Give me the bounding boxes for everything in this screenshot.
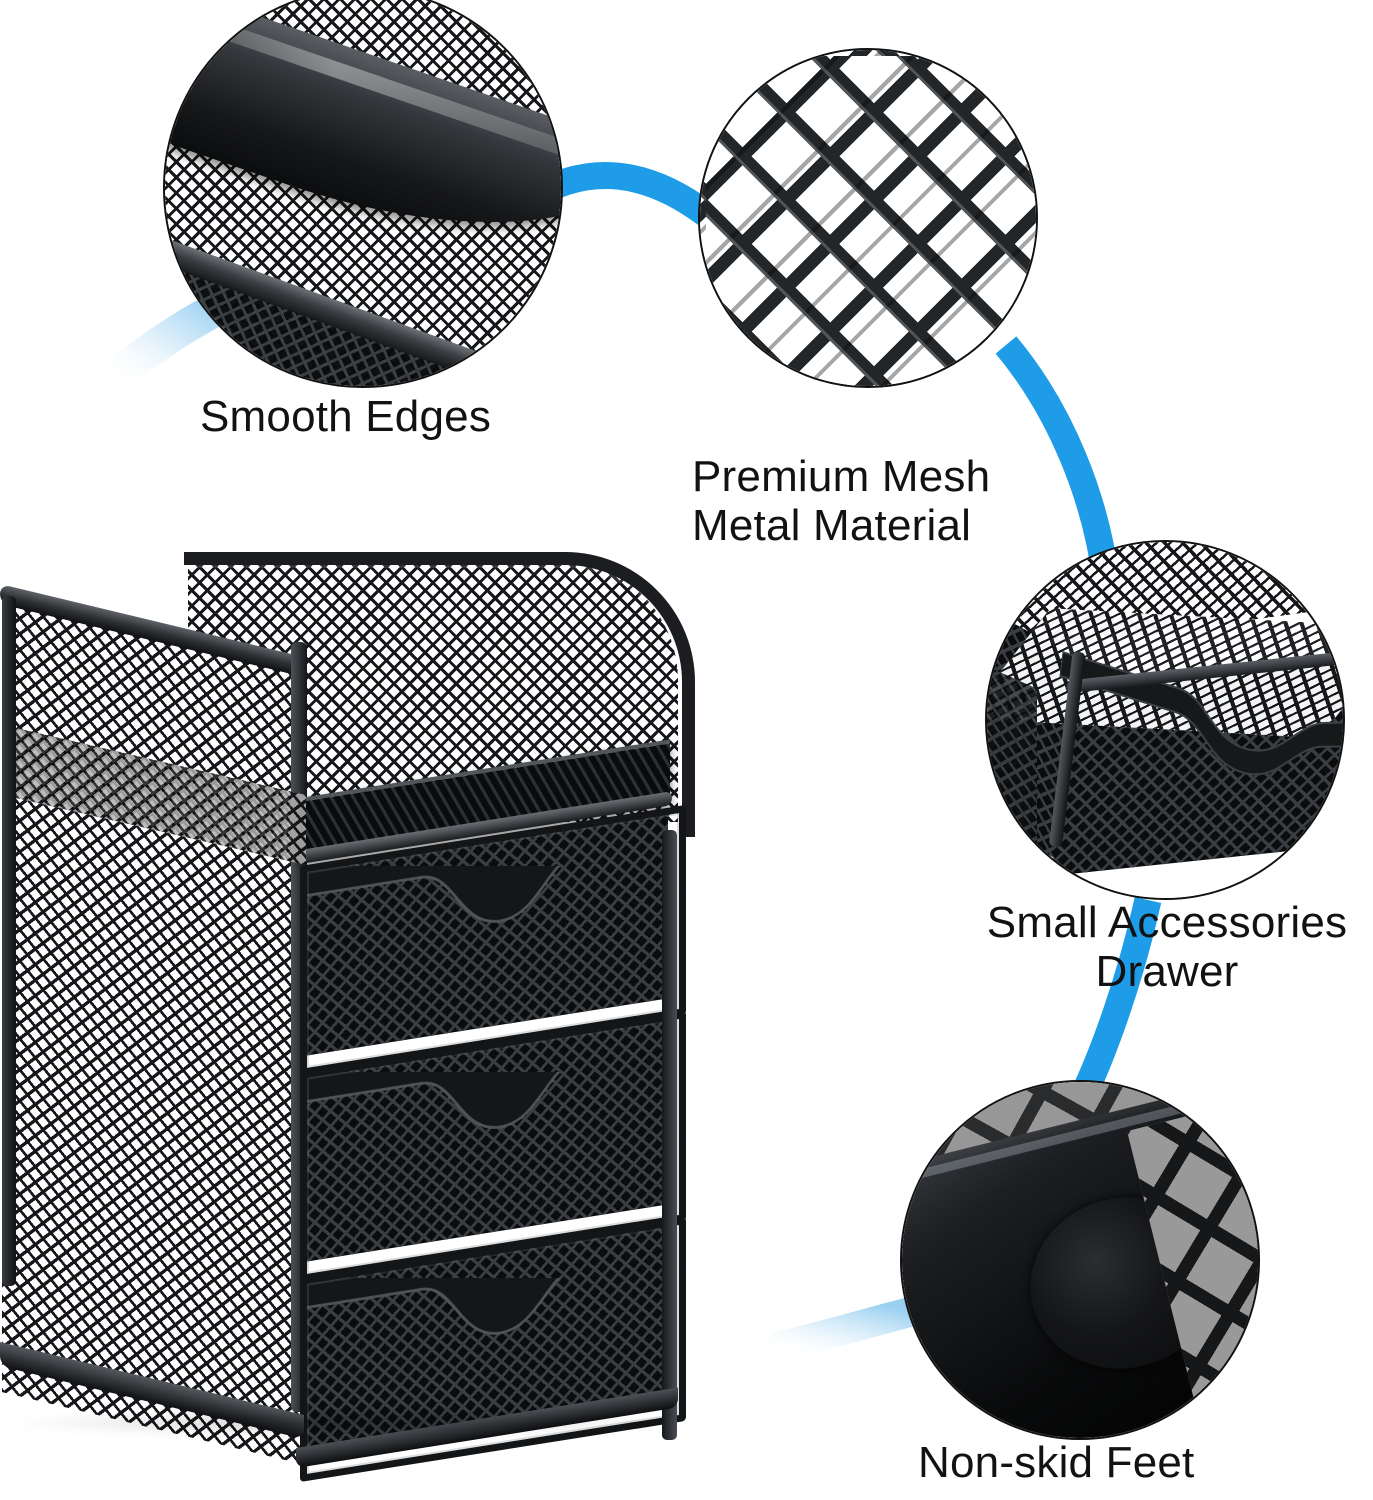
product-right-frame-post (662, 830, 677, 1440)
drawer-2-wave-handle (305, 1072, 673, 1129)
label-smooth-edges: Smooth Edges (200, 392, 492, 441)
connector-feet-tail (767, 1297, 925, 1361)
label-premium-mesh: Premium Mesh Metal Material (692, 452, 991, 551)
product-drawer-1 (300, 804, 686, 1076)
label-small-accessories-drawer: Small Accessories Drawer (986, 898, 1348, 997)
drawer-1-wave-handle (305, 866, 673, 923)
product-image-mesh-desk-organizer (0, 530, 700, 1482)
callout-circle-smooth-edges (163, 0, 563, 388)
callout-circle-non-skid-feet (900, 1080, 1260, 1440)
drawer-3-wave-handle (305, 1278, 673, 1335)
product-left-back-post (2, 596, 16, 1286)
product-drawer-2 (300, 1010, 686, 1282)
drawer-box (987, 587, 1343, 888)
product-drawer-3 (300, 1216, 686, 1482)
callout-circle-premium-mesh (698, 48, 1038, 388)
callout-circle-accessories-drawer (985, 540, 1345, 900)
product-base-shadow (10, 1410, 670, 1436)
label-non-skid-feet: Non-skid Feet (918, 1438, 1195, 1487)
premium-mesh-field (700, 50, 1036, 386)
product-left-side-mesh (2, 602, 302, 1465)
premium-mesh-shading (700, 50, 1036, 386)
